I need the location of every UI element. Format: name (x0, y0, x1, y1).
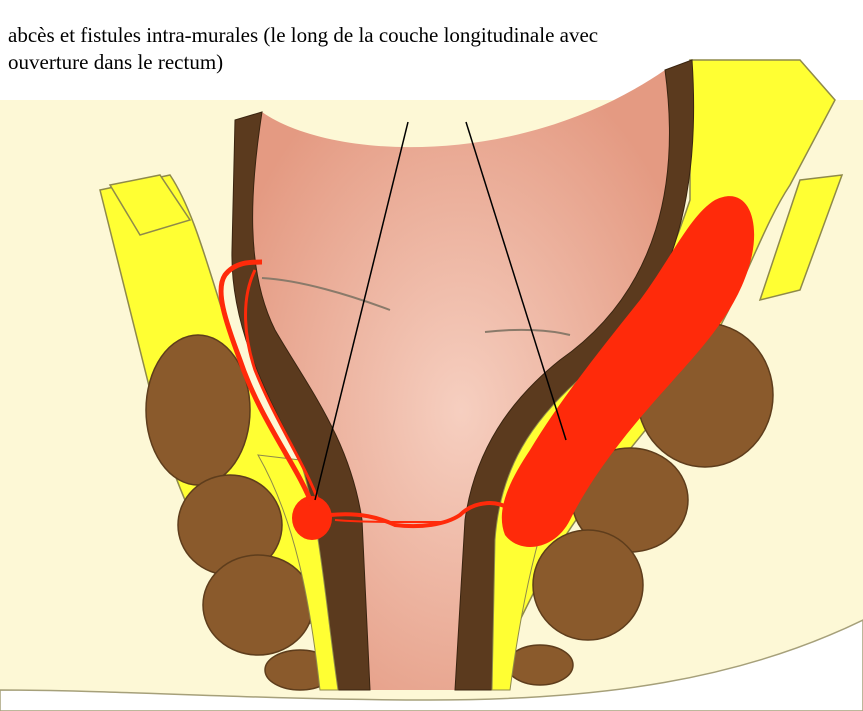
right-subcutaneous-sphincter (507, 645, 573, 685)
left-sphincter-upper (146, 335, 250, 485)
left-sphincter-lower (203, 555, 313, 655)
right-sphincter-lower (533, 530, 643, 640)
